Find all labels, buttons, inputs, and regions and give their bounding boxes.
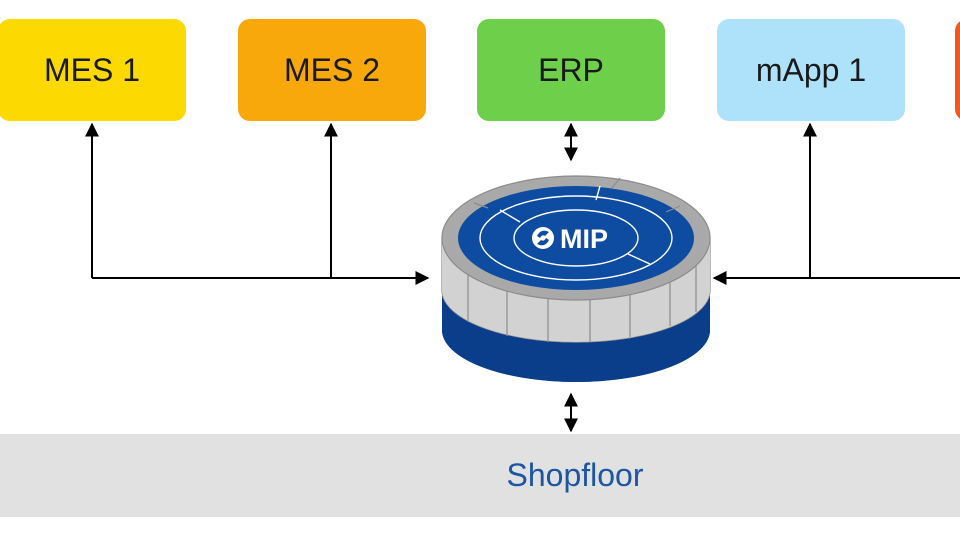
- mes2-label: MES 2: [283, 51, 381, 88]
- cut-off-system-box: [955, 19, 960, 121]
- mes1-label: MES 1: [43, 51, 141, 88]
- connectors: [85, 122, 960, 433]
- mes2-box: MES 2: [238, 19, 426, 121]
- mip-swirl-logo-icon: [532, 227, 554, 249]
- erp-label: ERP: [538, 51, 604, 88]
- shopfloor-band: [0, 434, 960, 517]
- hub-top-blue: [458, 186, 694, 290]
- mapp1-box: mApp 1: [717, 19, 905, 121]
- hub-label: MIP: [560, 224, 608, 254]
- mip-hub: MIP: [441, 175, 711, 382]
- mes1-box: MES 1: [0, 19, 186, 121]
- erp-box: ERP: [477, 19, 665, 121]
- mapp1-label: mApp 1: [755, 51, 867, 88]
